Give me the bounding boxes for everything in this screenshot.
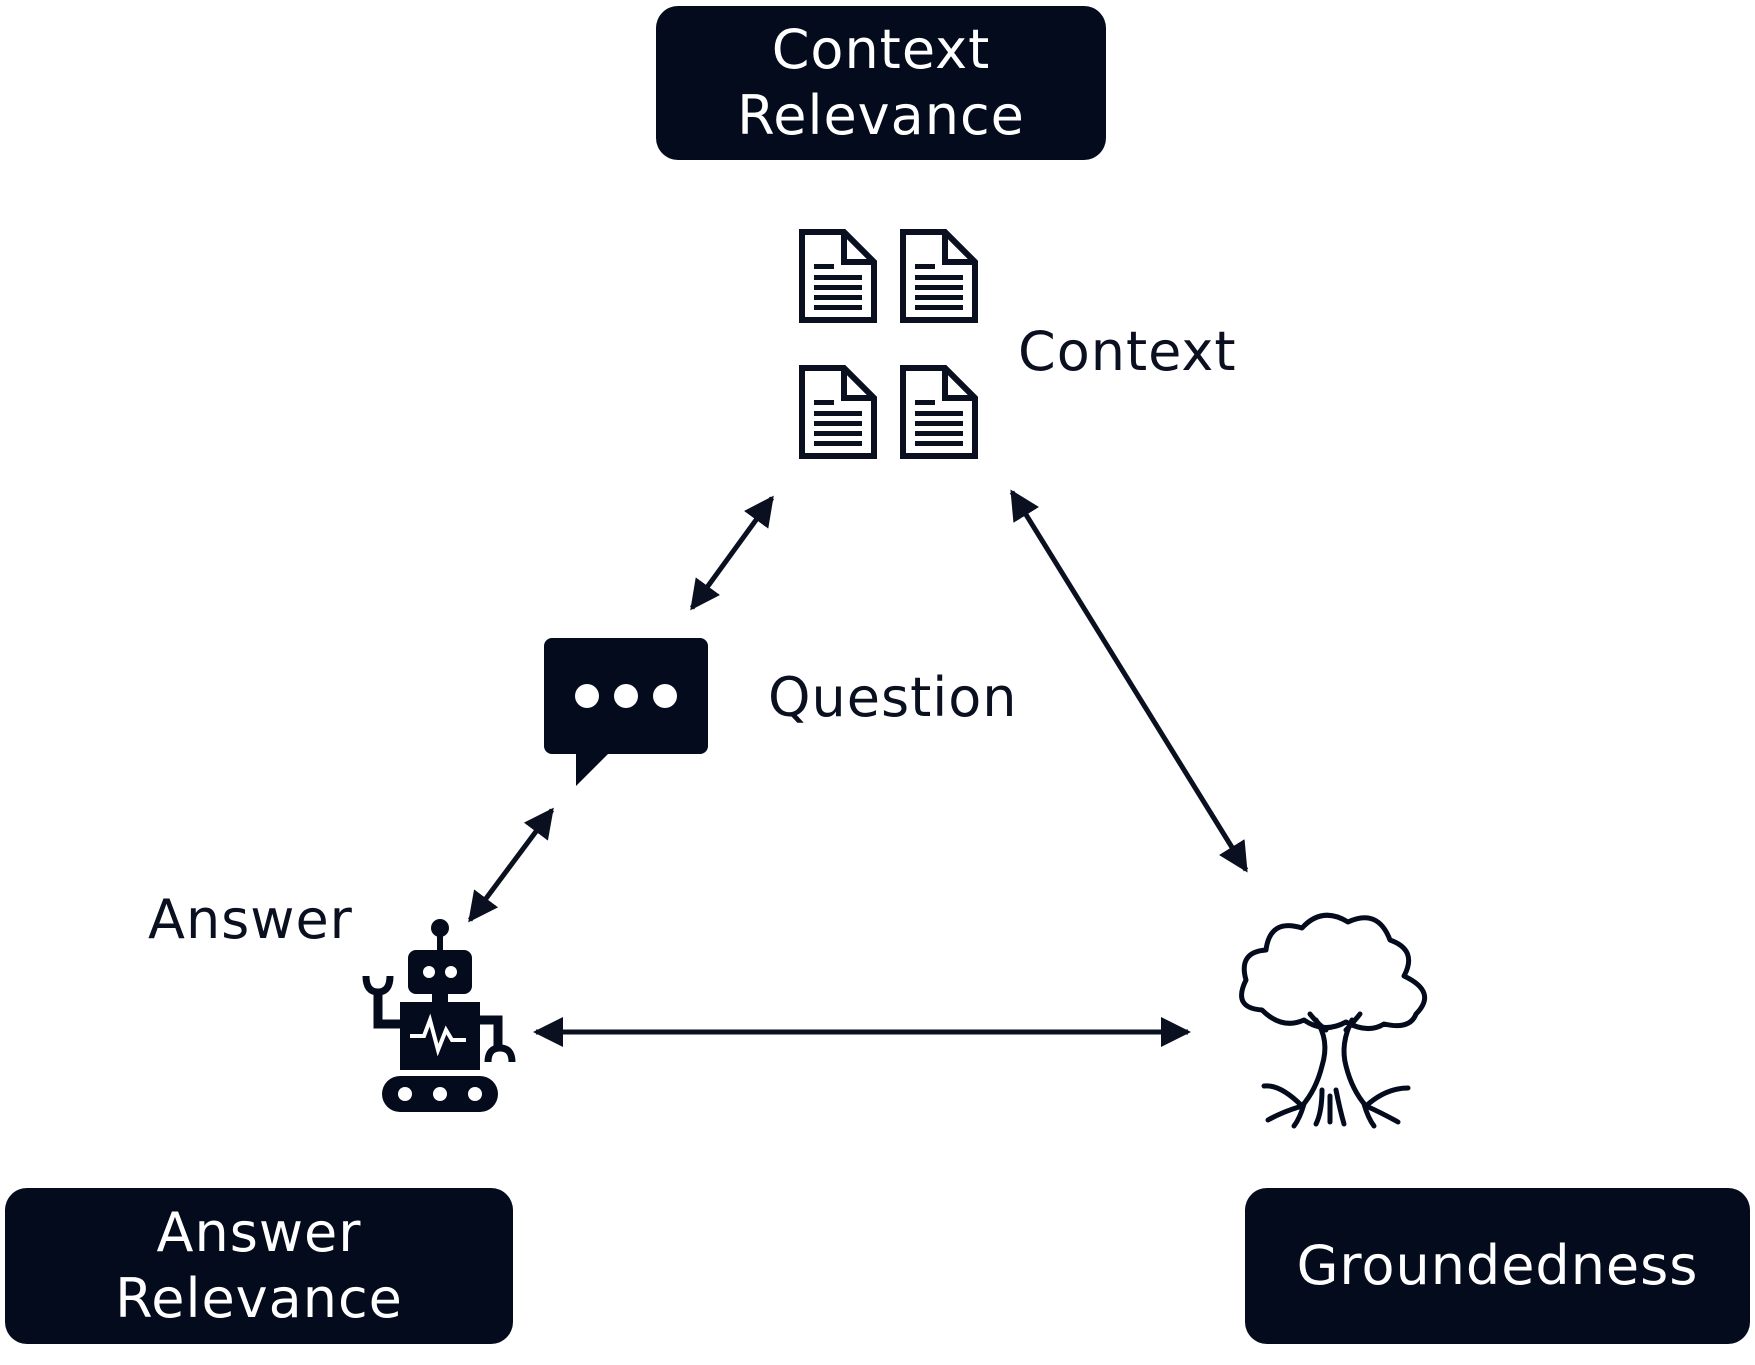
context-relevance-line2: Relevance: [737, 84, 1025, 147]
groundedness-box: Groundedness: [1245, 1188, 1750, 1344]
context-relevance-line1: Context: [771, 18, 991, 81]
groundedness-label: Groundedness: [1296, 1234, 1699, 1297]
answer-label: Answer: [148, 888, 353, 951]
answer-relevance-box: Answer Relevance: [5, 1188, 513, 1344]
question-label: Question: [768, 666, 1018, 729]
context-label: Context: [1018, 320, 1237, 383]
robot-icon: [362, 919, 516, 1112]
tree-icon: [1239, 912, 1428, 1129]
arrow-context-groundedness: [1009, 489, 1249, 873]
answer-relevance-line2: Relevance: [115, 1267, 403, 1330]
arrow-context-question: [689, 495, 775, 611]
speech-bubble-icon: [544, 638, 708, 786]
context-relevance-box: Context Relevance: [656, 6, 1106, 160]
document-icon: [802, 232, 975, 456]
arrows: [467, 489, 1249, 1047]
arrow-question-answer: [467, 807, 555, 923]
answer-relevance-line1: Answer: [156, 1201, 362, 1264]
